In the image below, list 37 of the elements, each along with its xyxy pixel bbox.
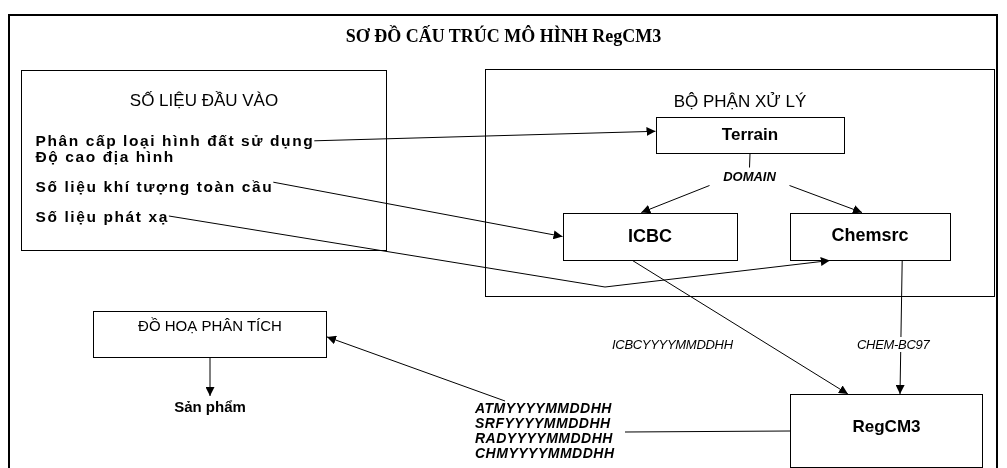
output-file-list: RADYYYYMMDDHH (475, 431, 625, 446)
output-file-list: SRFYYYYMMDDHH (475, 416, 625, 431)
box-label: Terrain (720, 123, 780, 146)
processing-box (485, 69, 995, 297)
process-box (789, 212, 951, 261)
output-label: Sản phẩm (173, 397, 247, 417)
arrow (205, 357, 215, 397)
arrow (632, 260, 849, 395)
graphics-analysis-box (93, 311, 327, 358)
output-file-list: CHMYYYYMMDDHH (475, 446, 625, 461)
arrow (789, 185, 863, 214)
process-box (655, 116, 845, 154)
input-item: Số liệu khí tượng toàn cầu (35, 176, 274, 196)
arrow (895, 260, 905, 395)
box-label: ĐỒ HOẠ PHÂN TÍCH (137, 316, 283, 335)
input-data-box (21, 70, 387, 251)
input-item: Phân cấp loại hình đất sử dụng (35, 131, 315, 149)
box-label: RegCM3 (851, 417, 922, 437)
model-box (790, 394, 983, 468)
connector-line (749, 153, 751, 168)
box-heading: SỐ LIỆU ĐẦU VÀO (128, 91, 280, 111)
box-label: ICBC (627, 224, 673, 248)
arrow (272, 181, 563, 240)
arrow (640, 185, 710, 214)
box-label: Chemsrc (830, 223, 910, 247)
arrow (326, 335, 506, 402)
arrow (313, 127, 656, 142)
arrow (168, 215, 831, 288)
diagram-title: SƠ ĐỒ CẤU TRÚC MÔ HÌNH RegCM3 (344, 26, 663, 47)
box-heading: BỘ PHẬN XỬ LÝ (672, 92, 808, 112)
connector-line (624, 430, 791, 433)
domain-label: DOMAIN (722, 167, 777, 186)
output-file-list: ATMYYYYMMDDHH (475, 401, 625, 416)
input-item: Số liệu phát xạ (35, 206, 169, 226)
process-box (562, 212, 738, 261)
edge-label: ICBCYYYYMMDDHH (610, 337, 735, 352)
edge-label: CHEM-BC97 (855, 337, 932, 352)
